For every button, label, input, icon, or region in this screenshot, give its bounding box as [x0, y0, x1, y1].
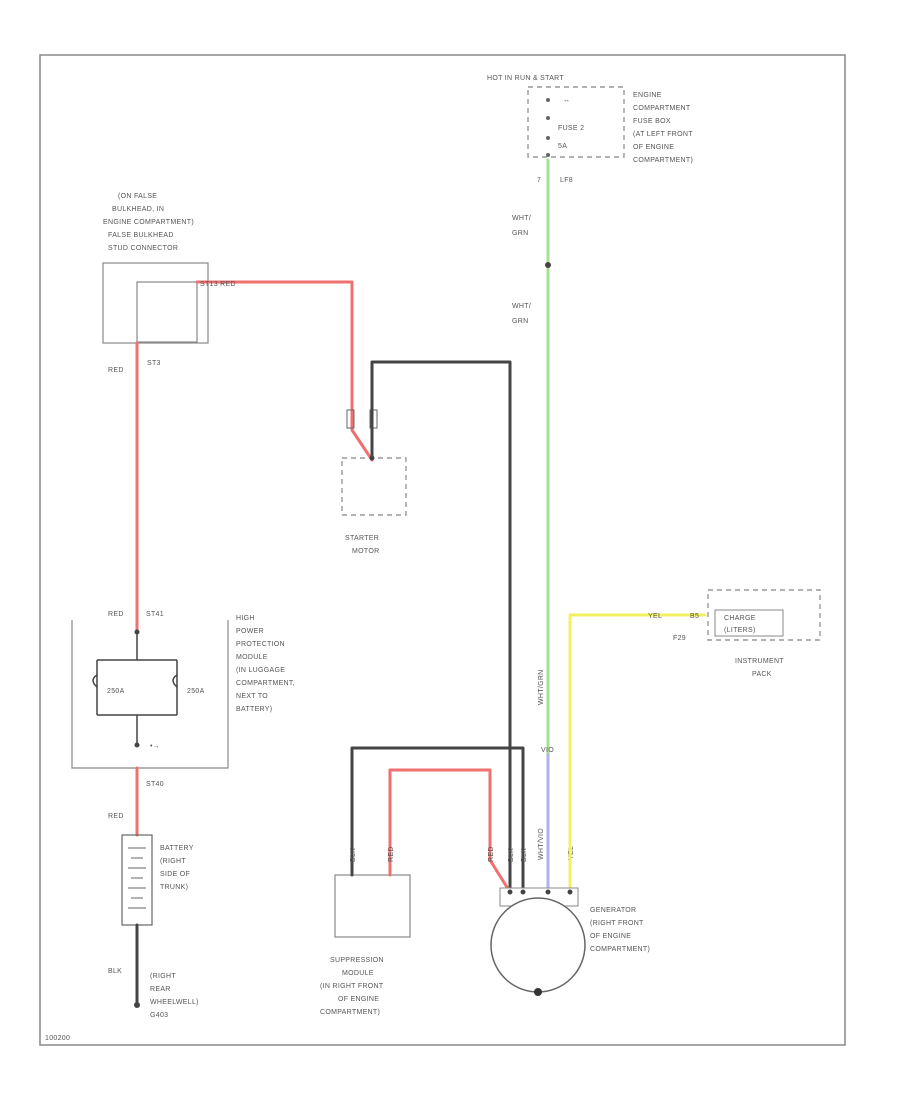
charge-label: CHARGE (LITERS) — [724, 615, 758, 634]
suppression-label: SUPPRESSION MODULE (IN RIGHT FRONT OF EN… — [320, 957, 386, 1016]
red-battery-label: RED — [108, 813, 124, 820]
instrument-pack: CHARGE (LITERS) INSTRUMENT PACK — [707, 589, 821, 678]
red-st41-label: RED — [108, 611, 124, 618]
vio-label: VIO — [541, 747, 554, 754]
wire-wht-grn-2: WHT/ GRN — [512, 303, 533, 325]
yellow-wire — [568, 613, 707, 892]
ground-point — [134, 1002, 140, 1008]
fuse-label: FUSE 2 — [558, 125, 584, 132]
ground-label: (RIGHT REAR WHEELWELL) G403 — [150, 973, 201, 1019]
fuse-arrow: ↔ — [563, 97, 570, 104]
battery-label: BATTERY (RIGHT SIDE OF TRUNK) — [160, 845, 196, 891]
stud-st3-label: ST3 — [147, 360, 161, 367]
instrument-pack-label: INSTRUMENT PACK — [735, 658, 786, 678]
st41-label: ST41 — [146, 611, 164, 618]
splice-dot — [545, 262, 551, 268]
wire-blk-2-label: BLK — [508, 848, 515, 862]
f29-label: F29 — [673, 635, 686, 642]
fuse-pin-code-label: LF8 — [560, 177, 573, 184]
wire-wht-grn-vertical: WHT/GRN — [538, 669, 545, 705]
generator: GENERATOR (RIGHT FRONT OF ENGINE COMPART… — [490, 887, 650, 996]
hot-in-start-label: HOT IN RUN & START — [487, 75, 564, 82]
black-wire-starter-generator — [370, 360, 512, 892]
pin-b5-label: B5 — [690, 613, 699, 620]
diagram-frame — [39, 54, 846, 1046]
blk-label: BLK — [108, 968, 122, 975]
red-wire-suppression — [388, 768, 512, 894]
hppm-label: HIGH POWER PROTECTION MODULE (IN LUGGAGE… — [236, 615, 297, 713]
bulkhead-label: (ON FALSE BULKHEAD, IN ENGINE COMPARTMEN… — [103, 193, 196, 252]
wire-stud-red-label: ST13 RED — [200, 281, 236, 288]
wire-red-2-label: RED — [488, 846, 495, 862]
fuse-box: HOT IN RUN & START ↔ FUSE 2 5A ENGINE CO… — [487, 75, 695, 184]
bulkhead-stud-connector: (ON FALSE BULKHEAD, IN ENGINE COMPARTMEN… — [102, 193, 209, 367]
fuse-250a-2-label: 250A — [187, 688, 205, 695]
wire-blk-3-label: BLK — [521, 848, 528, 862]
red-left-label: RED — [108, 367, 124, 374]
wire-wht-grn-1: WHT/ GRN — [512, 215, 533, 237]
fuse-amp-label: 5A — [558, 143, 567, 150]
yel-wire-label: YEL — [648, 613, 662, 620]
hppm-arrow: •→ — [150, 743, 160, 750]
black-wire-suppression — [350, 746, 525, 892]
suppression-module: SUPPRESSION MODULE (IN RIGHT FRONT OF EN… — [320, 874, 411, 1016]
generator-label: GENERATOR (RIGHT FRONT OF ENGINE COMPART… — [590, 907, 650, 953]
st40-label: ST40 — [146, 781, 164, 788]
red-wire-stud-starter — [195, 280, 374, 462]
wire-red-1-label: RED — [388, 846, 395, 862]
starter-motor-label: STARTER MOTOR — [345, 535, 381, 555]
corner-code-label: 100200 — [45, 1035, 70, 1042]
fuse-box-label: ENGINE COMPARTMENT FUSE BOX (AT LEFT FRO… — [633, 92, 695, 164]
high-power-protection-module: RED ST41 250A 250A •→ HIGH POWER PROTECT… — [71, 611, 297, 788]
fuse-250a-1-label: 250A — [107, 688, 125, 695]
wire-blk-1-label: BLK — [350, 848, 357, 862]
fuse-pin-label: 7 — [537, 177, 541, 184]
wire-wht-vio: WHT/VIO — [538, 828, 545, 860]
battery: BATTERY (RIGHT SIDE OF TRUNK) — [121, 834, 196, 926]
